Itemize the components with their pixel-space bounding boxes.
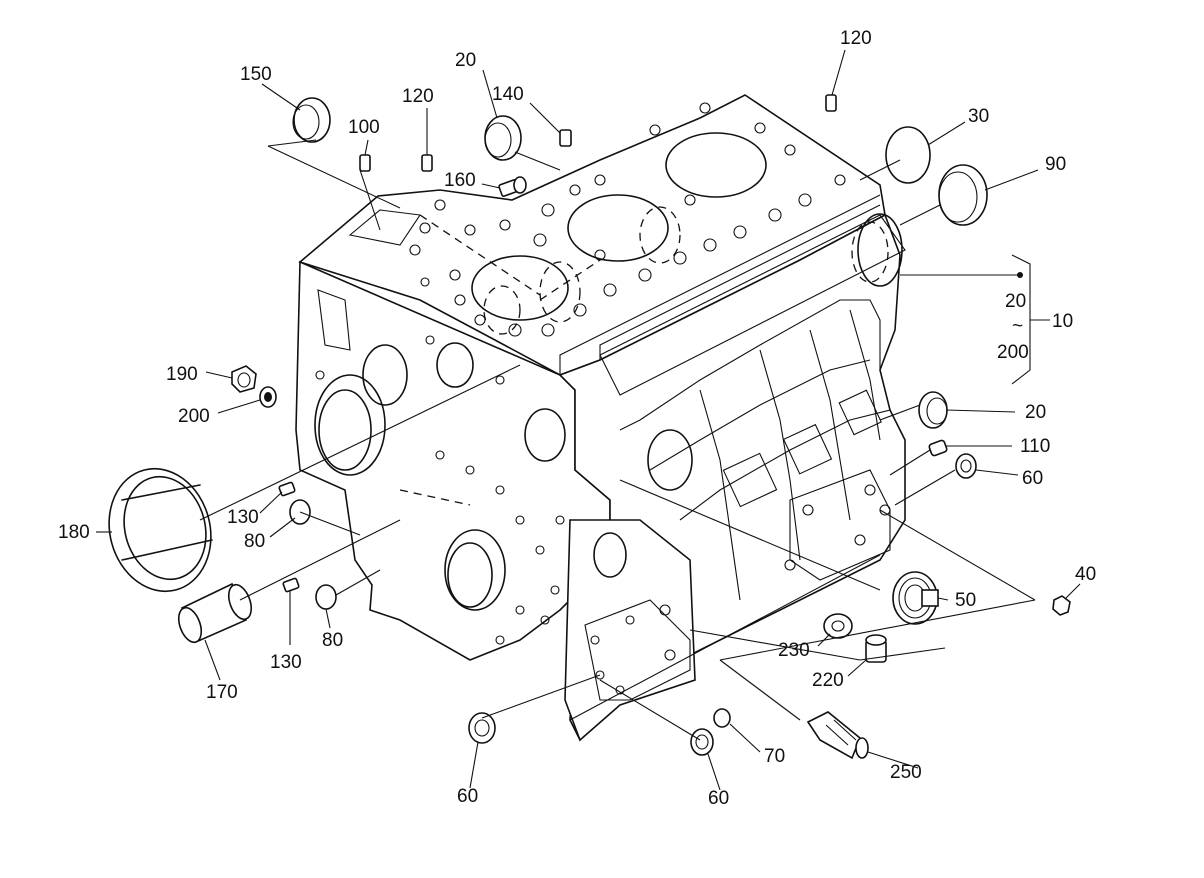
- label-20-range-top: 20: [1005, 291, 1026, 312]
- part-120-dowel-a: [421, 154, 433, 172]
- part-220-bolt: [865, 634, 887, 663]
- part-40-nut: [1052, 595, 1071, 616]
- label-130-a: 130: [227, 507, 259, 528]
- label-60-c: 60: [708, 788, 729, 809]
- label-150: 150: [240, 64, 272, 85]
- part-70-plug: [713, 708, 731, 728]
- part-60-plug-bottom-left: [468, 712, 496, 744]
- part-80-plug-b: [315, 584, 337, 610]
- label-230: 230: [778, 640, 810, 661]
- part-200-washer: [259, 386, 277, 408]
- part-190-plug: [231, 365, 257, 393]
- label-30: 30: [968, 106, 989, 127]
- part-150-cap: [292, 97, 331, 143]
- label-50: 50: [955, 590, 976, 611]
- label-10: 10: [1052, 311, 1073, 332]
- label-range-tilde: ~: [1012, 316, 1023, 337]
- part-160-bolt: [498, 176, 527, 197]
- parts: [108, 94, 1071, 760]
- label-130-b: 130: [270, 652, 302, 673]
- label-90: 90: [1045, 154, 1066, 175]
- part-60-plug-bottom-right: [690, 728, 714, 756]
- part-170-bushing: [177, 582, 253, 644]
- part-130-pin-a: [278, 481, 296, 497]
- label-60-a: 60: [1022, 468, 1043, 489]
- part-180-oil-seal: [108, 467, 213, 593]
- cylinder-block: [295, 94, 906, 742]
- part-140-pin: [559, 129, 572, 147]
- leader-lines: [96, 49, 1081, 791]
- label-70: 70: [764, 746, 785, 767]
- label-180: 180: [58, 522, 90, 543]
- part-230-washer: [823, 613, 853, 639]
- label-120-a: 120: [402, 86, 434, 107]
- label-40: 40: [1075, 564, 1096, 585]
- part-20-right-plug: [918, 391, 948, 429]
- part-50-pulley: [892, 571, 939, 625]
- label-60-b: 60: [457, 786, 478, 807]
- label-160: 160: [444, 170, 476, 191]
- part-90-plug: [938, 164, 988, 226]
- label-80-b: 80: [322, 630, 343, 651]
- part-labels: 150 100 120 20 140 120 30 90 160 20 ~ 20…: [58, 28, 1096, 809]
- label-200: 200: [178, 406, 210, 427]
- part-30-plug: [885, 126, 931, 184]
- label-80-a: 80: [244, 531, 265, 552]
- label-190: 190: [166, 364, 198, 385]
- label-20-b: 20: [1025, 402, 1046, 423]
- label-100: 100: [348, 117, 380, 138]
- label-20-a: 20: [455, 50, 476, 71]
- label-120-b: 120: [840, 28, 872, 49]
- label-250: 250: [890, 762, 922, 783]
- label-170: 170: [206, 682, 238, 703]
- part-120-dowel-b: [825, 94, 837, 112]
- part-60-plug-right: [955, 453, 977, 479]
- label-220: 220: [812, 670, 844, 691]
- label-140: 140: [492, 84, 524, 105]
- part-110-pin: [928, 439, 948, 457]
- label-200-range: 200: [997, 342, 1029, 363]
- label-110: 110: [1020, 436, 1050, 457]
- part-100-dowel: [359, 154, 371, 172]
- part-20-top-plug: [484, 115, 522, 161]
- part-130-pin-b: [282, 577, 300, 593]
- part-250-sensor: [806, 711, 869, 760]
